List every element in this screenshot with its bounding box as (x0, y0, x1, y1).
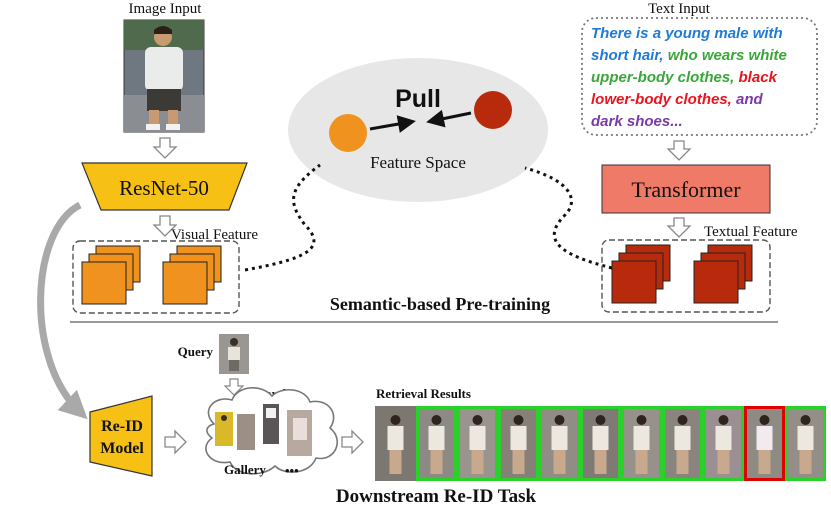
result-correct-7 (621, 406, 662, 481)
result-wrong-10 (744, 406, 785, 481)
text-segment-blue: There is a young male with (591, 25, 783, 42)
reid-model-label-line1: Re-ID (101, 418, 143, 435)
result-correct-5 (539, 406, 580, 481)
arrow-text-to-transformer (666, 140, 692, 161)
textual-to-feature-space-connector (524, 166, 613, 270)
text-segment-green: upper-body clothes, (591, 69, 739, 86)
text-segment-red: black (739, 69, 778, 86)
visual-feature-maps (81, 245, 222, 305)
result-correct-9 (703, 406, 744, 481)
transfer-weights-arrow (37, 201, 88, 420)
reid-model-label-line2: Model (100, 440, 144, 457)
text-input-box (581, 17, 818, 136)
transformer-label: Transformer (631, 177, 741, 202)
visual-to-feature-space-connector (244, 163, 321, 272)
gallery-images (215, 404, 312, 456)
query-image (219, 334, 249, 374)
arrow-query-to-gallery (223, 378, 245, 396)
text-segment-blue: short hair, (591, 47, 668, 64)
gallery-label: Gallery (224, 462, 266, 477)
text-input-label: Text Input (648, 1, 711, 17)
result-correct-4 (498, 406, 539, 481)
text-input-line: upper-body clothes, black (591, 69, 778, 86)
image-input-label: Image Input (129, 1, 203, 17)
result-correct-11 (785, 406, 826, 481)
query-label: Query (178, 344, 214, 359)
text-segment-purple: dark shoes... (591, 113, 683, 130)
text-input-line: There is a young male with (591, 25, 783, 42)
arrow-transformer-to-textual-feature (666, 217, 692, 238)
pretraining-title: Semantic-based Pre-training (330, 294, 550, 314)
result-correct-2 (416, 406, 457, 481)
pull-arrow-right (369, 115, 416, 133)
result-correct-3 (457, 406, 498, 481)
arrow-image-to-resnet (152, 137, 178, 159)
result-correct-8 (662, 406, 703, 481)
visual-feature-box (72, 240, 240, 314)
textual-feature-box (601, 239, 771, 313)
pull-arrow-left (426, 109, 472, 128)
text-input-description: There is a young male with short hair, wh… (591, 25, 787, 130)
text-segment-red: lower-body clothes, (591, 91, 736, 108)
arrow-resnet-to-visual-feature (152, 215, 178, 237)
text-input-line: dark shoes... (591, 113, 683, 130)
text-input-line: lower-body clothes, and (591, 91, 764, 108)
textual-feature-maps (611, 244, 753, 304)
textual-feature-label: Textual Feature (704, 224, 798, 240)
downstream-title: Downstream Re-ID Task (336, 486, 537, 507)
gallery-more-dots: ••• (285, 463, 299, 478)
text-input-line: short hair, who wears white (591, 47, 787, 64)
feature-space-label: Feature Space (370, 153, 466, 172)
arrow-gallery-to-results (341, 429, 364, 455)
transformer-block (601, 164, 771, 214)
feature-space-ellipse (288, 58, 548, 202)
retrieval-results-label: Retrieval Results (376, 386, 471, 401)
retrieval-results-strip (375, 406, 826, 481)
input-person-image (123, 19, 205, 133)
arrow-model-to-gallery (164, 429, 187, 455)
resnet-label: ResNet-50 (119, 176, 209, 200)
result-none-1 (375, 406, 416, 481)
text-segment-green: who wears white (668, 47, 787, 64)
pull-label: Pull (395, 85, 441, 113)
text-segment-purple: and (736, 91, 764, 108)
result-correct-6 (580, 406, 621, 481)
reid-model-block (89, 395, 153, 477)
visual-feature-label: Visual Feature (171, 227, 258, 243)
visual-embedding-dot (329, 114, 367, 152)
textual-embedding-dot (474, 91, 512, 129)
resnet-50-block (81, 162, 248, 211)
